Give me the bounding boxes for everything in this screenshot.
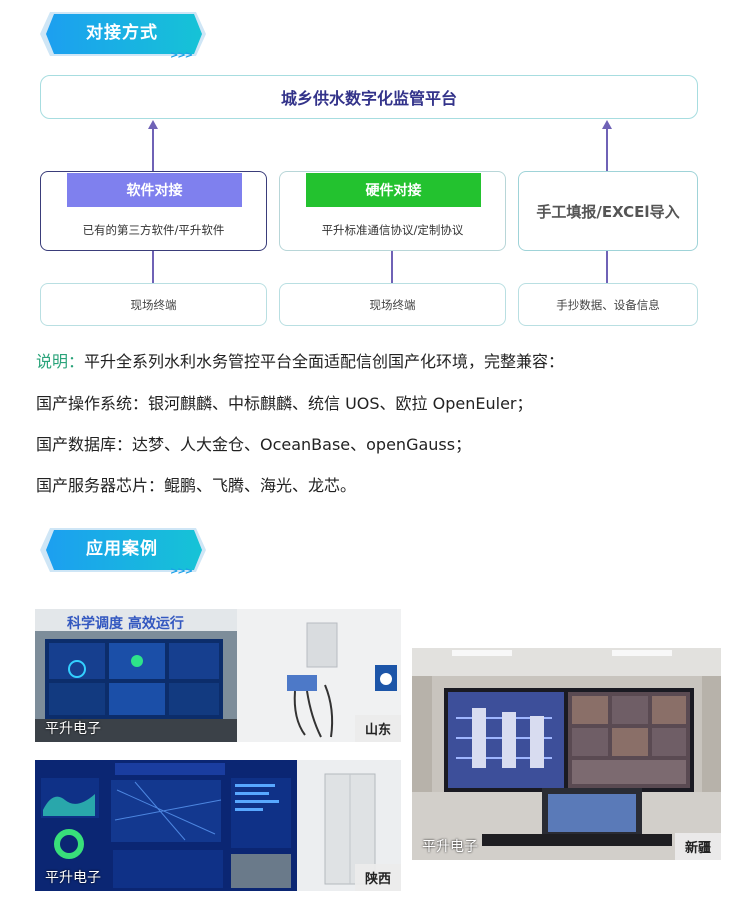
watermark: 平升电子 [45, 870, 101, 886]
terminal-box: 现场终端 [279, 283, 506, 326]
connector-line [391, 251, 393, 283]
chevrons-icon: >>> [170, 50, 193, 61]
watermark: 平升电子 [422, 839, 478, 855]
region-label: 陕西 [354, 864, 401, 891]
box-title: 软件对接 [67, 173, 242, 207]
hardware-docking-box: 硬件对接 平升标准通信协议/定制协议 [279, 171, 506, 251]
note-text: 平升全系列水利水务管控平台全面适配信创国产化环境，完整兼容： [84, 352, 565, 371]
arrow-up-icon [148, 120, 158, 129]
region-label: 山东 [354, 715, 401, 742]
case-photo-xinjiang: 平升电子 新疆 [412, 648, 721, 860]
software-docking-box: 软件对接 已有的第三方软件/平升软件 [40, 171, 267, 251]
connector-line [152, 128, 154, 171]
case-photo-shaanxi: 平升电子 陕西 [35, 760, 401, 891]
wall-slogan: 科学调度 高效运行 [67, 616, 184, 632]
note-line: 国产服务器芯片：鲲鹏、飞腾、海光、龙芯。 [36, 476, 357, 495]
connector-line [606, 251, 608, 283]
box-title: 手工填报/EXCEl导入 [536, 202, 680, 221]
note-prefix: 说明： [36, 352, 85, 371]
case-photo-shandong: 科学调度 高效运行 平升电子 山东 [35, 609, 401, 742]
connector-line [152, 251, 154, 283]
watermark: 平升电子 [45, 721, 101, 737]
section-title: 应用案例 [86, 539, 158, 559]
platform-box: 城乡供水数字化监管平台 [40, 75, 698, 119]
box-desc: 平升标准通信协议/定制协议 [321, 223, 464, 237]
connector-line [606, 128, 608, 171]
section-badge-cases: 应用案例 >>> [36, 526, 208, 578]
chevrons-icon: >>> [170, 566, 193, 577]
box-desc: 已有的第三方软件/平升软件 [82, 223, 225, 237]
platform-label: 城乡供水数字化监管平台 [280, 89, 457, 108]
region-label: 新疆 [674, 833, 721, 860]
terminal-box: 手抄数据、设备信息 [518, 283, 698, 326]
section-badge-docking: 对接方式 >>> [36, 10, 208, 62]
note-line: 国产数据库：达梦、人大金仓、OceanBase、openGauss； [36, 435, 472, 454]
manual-import-box: 手工填报/EXCEl导入 [518, 171, 698, 251]
arrow-up-icon [602, 120, 612, 129]
box-title: 硬件对接 [306, 173, 481, 207]
section-title: 对接方式 [86, 23, 158, 43]
note-line: 说明：平升全系列水利水务管控平台全面适配信创国产化环境，完整兼容： [36, 348, 564, 372]
note-line: 国产操作系统：银河麒麟、中标麒麟、统信 UOS、欧拉 OpenEuler； [36, 394, 533, 413]
terminal-box: 现场终端 [40, 283, 267, 326]
